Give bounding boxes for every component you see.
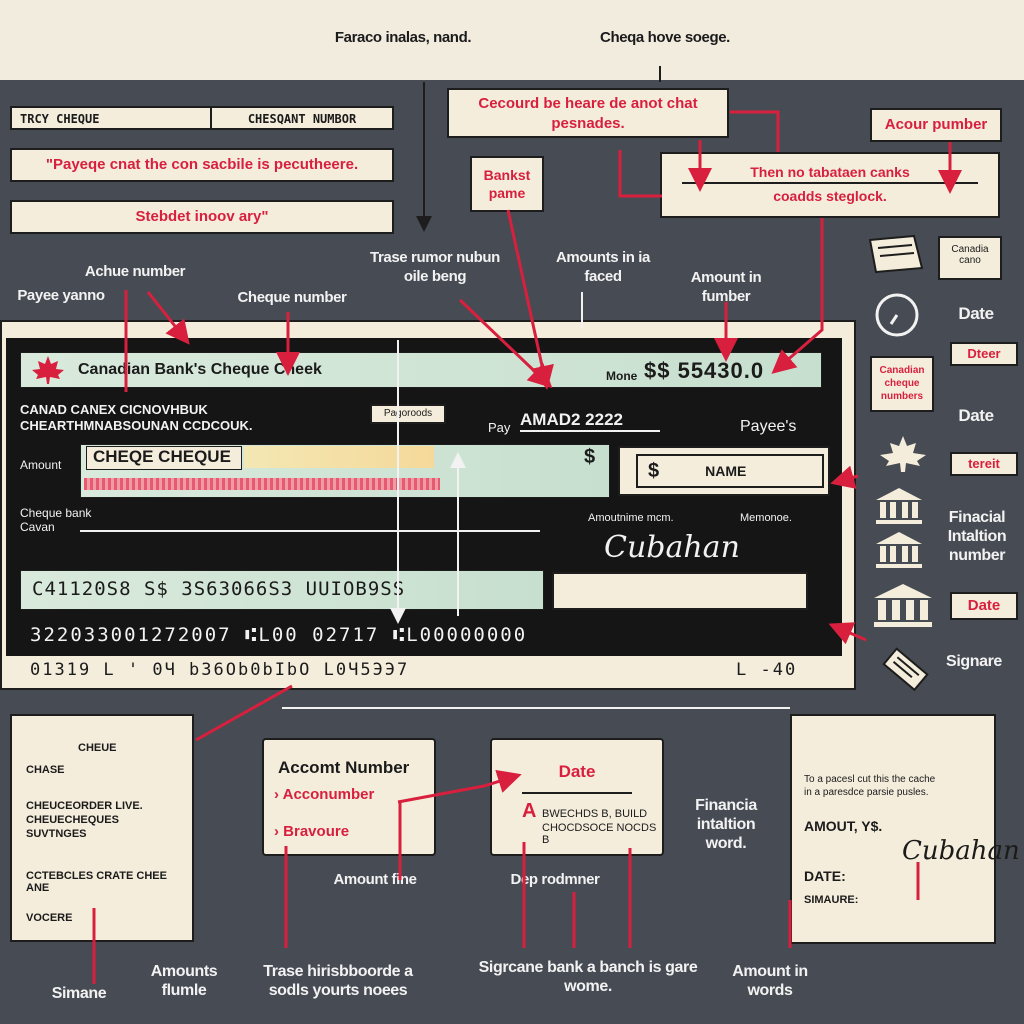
amount-words-highlight — [244, 446, 434, 468]
name-label: NAME — [705, 463, 747, 479]
maple-leaf-small-icon — [870, 434, 936, 474]
clock-icon — [874, 292, 920, 338]
cheque-card-icon — [862, 232, 932, 276]
label-cheque-number: Cheque number — [237, 289, 347, 306]
right-signare: Signare — [946, 653, 1002, 670]
right-financial: Finacial Intaltion number — [947, 509, 1007, 564]
label-amount-fine: Amount fine — [333, 871, 417, 888]
amount-word-label: Amount — [20, 458, 62, 472]
right-date-3: Date — [950, 592, 1018, 620]
signature-box[interactable] — [552, 572, 808, 610]
bank-building-icon-3 — [870, 582, 936, 628]
cheque-word-box: CHEQE CHEQUE — [86, 446, 242, 470]
then-no-box: Then no tabataen canks coadds steglock. — [660, 152, 1000, 218]
right-date-1: Date — [958, 304, 994, 323]
label-amounts-faced: Amounts in ia faced — [556, 249, 650, 285]
name-dollar: $ — [648, 459, 660, 482]
micr-line-1: C41120S8 S$ 3S63066S3 UUIOB9SS — [32, 578, 406, 600]
acour-pumber-box: Acour pumber — [870, 108, 1002, 142]
cheque-address-1: CANAD CANEX CICNOVHBUK — [20, 402, 208, 417]
pay-label: Pay — [488, 420, 511, 435]
cheque-bank-name: Canadian Bank's Cheque Cheek — [78, 361, 322, 378]
footer-trase: Trase hirisbboorde a sodls yourts noees — [263, 963, 413, 999]
amount-memo-label: Amoutnime mcm. — [588, 512, 674, 524]
tab-cheque-number[interactable]: CHESQANT NUMBOR — [247, 112, 357, 126]
maple-leaf-icon — [28, 354, 68, 386]
canadia-cano-box: Canadia cano — [938, 236, 1002, 280]
top-label-right: Cheqa hove soege. — [600, 29, 730, 46]
micr-line-3b: L -40 — [736, 660, 798, 680]
cheque-address-2: CHEARTHMNABSOUNAN CCDCOUK. — [20, 418, 253, 433]
amount-dollar: $ — [584, 446, 596, 468]
footer-amount-words: Amount in words — [732, 963, 808, 999]
memo-line — [80, 530, 540, 532]
right-dteer: Dteer — [950, 342, 1018, 366]
cheque-date[interactable]: AMAD2 2222 — [520, 410, 660, 432]
cheque-bank-label: Cheque bank — [20, 506, 92, 520]
micr-strip — [20, 570, 544, 610]
right-tereit: tereit — [950, 452, 1018, 476]
bank-building-icon-1 — [874, 486, 924, 526]
right-date-2: Date — [958, 406, 994, 425]
financia-word-label: Financia intaltion word. — [695, 797, 757, 852]
order-box: CHEUE CHASE CHEUCEORDER LIVE. CHEUECHEQU… — [10, 714, 194, 942]
tag-icon — [876, 640, 932, 696]
cheque-form-box: To a pacesl cut this the cache in a pare… — [790, 714, 1020, 944]
stebdet-box: Stebdet inoov ary" — [10, 200, 394, 234]
bank-building-icon-2 — [874, 530, 924, 570]
cheque-header-strip — [20, 352, 822, 388]
form-signature: Cubahan — [902, 836, 1020, 866]
cheque-bank-label-2: Cavan — [20, 520, 55, 534]
amount-mone-label: Mone — [606, 369, 638, 383]
footer-amounts-flumle: Amounts flumle — [150, 963, 218, 999]
date-box: Date A BWECHDS B, BUILD CHOCDSOCE NOCDS … — [490, 738, 664, 856]
label-achue-number: Achue number — [84, 263, 186, 280]
footer-simane: Simane — [51, 985, 107, 1002]
micr-line-2: 322033001272007 ⑆L00 02717 ⑆L00000000 — [30, 624, 528, 646]
cheque-type-tabs: TRCY CHEQUE CHESQANT NUMBOR — [10, 106, 394, 130]
label-dep-rodmner: Dep rodmner — [510, 871, 600, 888]
label-amount-in-fumber: Amount in fumber — [690, 269, 762, 305]
right-canadian-box: Canadian cheque numbers — [870, 356, 934, 412]
payee-note: "Payeqe cnat the con sacbile is pecuthee… — [10, 148, 394, 182]
cheque-amount: $$ 55430.0 — [644, 358, 765, 383]
memo-label: Memonoe. — [740, 512, 792, 524]
label-trase-rumor: Trase rumor nubun oile beng — [370, 249, 500, 285]
micr-line-3: 01319 L ' 0Ч b36Ob0bIbO L0Ч5ЭЭ7 — [30, 660, 410, 680]
signature[interactable]: Cubahan — [604, 530, 740, 565]
footer-signbank: Sigrcane bank a banch is gare wome. — [478, 959, 698, 995]
pagoroods-box: Pagoroods — [370, 404, 446, 424]
red-underline-strip — [84, 478, 440, 490]
top-label-left: Faraco inalas, nand. — [334, 29, 472, 46]
cecourd-box: Cecourd be heare de anot chat pesnades. — [447, 88, 729, 138]
payee-name-field[interactable]: $ NAME — [636, 454, 824, 488]
account-number-box: Accomt Number › Acconumber › Bravoure — [262, 738, 436, 856]
label-payee-yanno: Payee yanno — [17, 287, 105, 304]
tab-trcy-cheque[interactable]: TRCY CHEQUE — [12, 108, 212, 128]
payees-label: Payee's — [740, 418, 797, 435]
